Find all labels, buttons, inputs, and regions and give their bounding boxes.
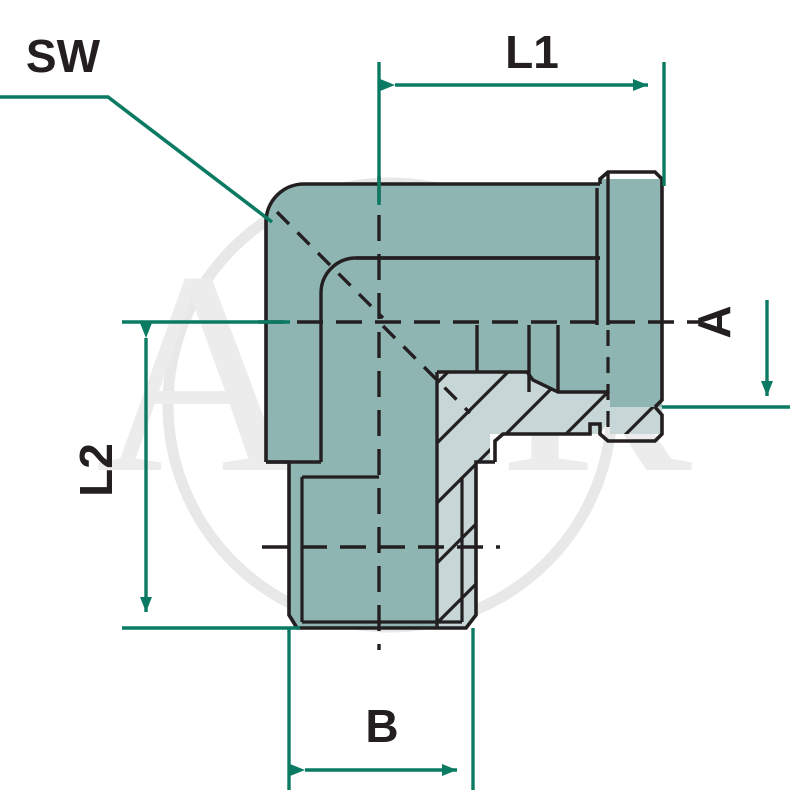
hidden-dashed-lines xyxy=(275,210,472,415)
body-outline-bottom-right xyxy=(493,405,664,462)
l2-label: L2 xyxy=(70,443,122,497)
part-elbow-fitting xyxy=(264,170,664,630)
b-label: B xyxy=(365,700,398,752)
dimension-sw: SW xyxy=(0,30,274,224)
inner-bore-radius xyxy=(319,256,600,462)
a-label: A xyxy=(688,305,740,338)
body-outline-right-top xyxy=(598,170,664,409)
dimension-b: B xyxy=(287,628,475,790)
dimension-l1: L1 xyxy=(377,26,666,205)
body-outline-stem xyxy=(266,460,495,630)
centerlines xyxy=(258,176,700,650)
sw-label: SW xyxy=(26,30,101,82)
dimension-annotations: SW L1 L2 A xyxy=(0,26,790,790)
dimension-l2: L2 xyxy=(70,320,300,630)
dimension-a: A xyxy=(662,300,790,409)
sw-leader-line xyxy=(0,95,274,224)
section-profile-outline xyxy=(437,370,608,394)
l1-label: L1 xyxy=(505,26,559,78)
